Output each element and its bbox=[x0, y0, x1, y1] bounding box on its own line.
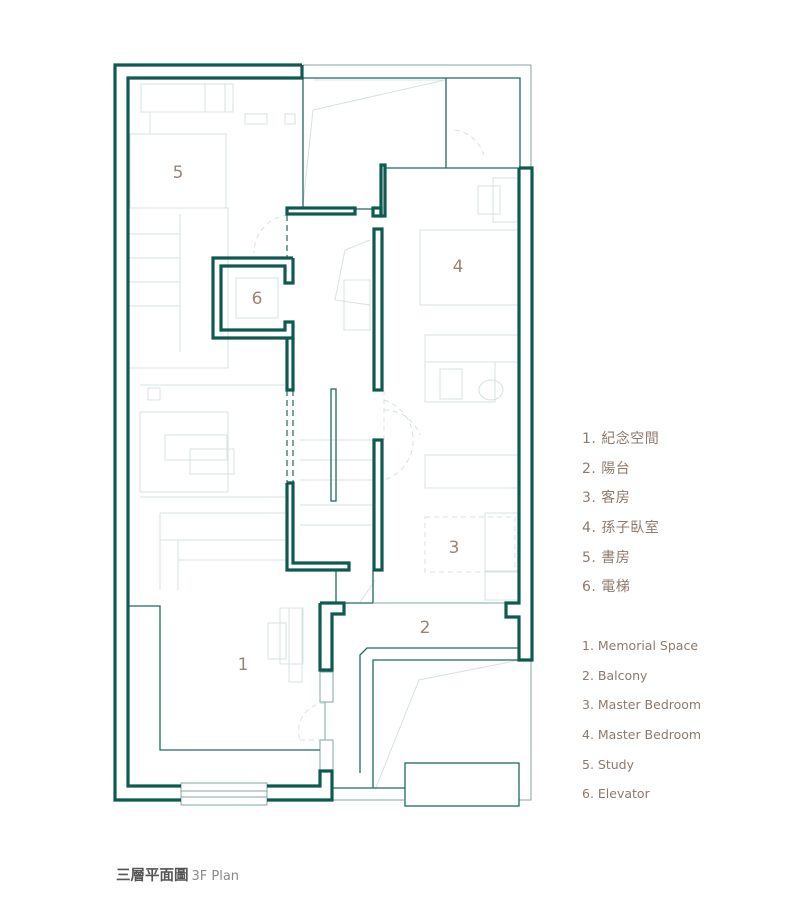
legend-en-item: 6. Elevator bbox=[582, 786, 650, 801]
dashed-partitions bbox=[286, 215, 385, 483]
room-label-5: 5 bbox=[173, 163, 184, 183]
legend-en-item: 4. Master Bedroom bbox=[582, 727, 702, 742]
legend-zh-item: 6. 電梯 bbox=[582, 579, 631, 595]
room-label-3: 3 bbox=[449, 538, 460, 558]
legend-zh-item: 1. 紀念空間 bbox=[582, 431, 660, 447]
caption-title-zh: 三層平面圖 bbox=[116, 868, 189, 884]
legend-en-item: 3. Master Bedroom bbox=[582, 697, 702, 712]
caption-title-en: 3F Plan bbox=[191, 869, 240, 884]
door-swings bbox=[253, 129, 485, 741]
legend-zh-item: 3. 客房 bbox=[582, 490, 631, 506]
room-label-2: 2 bbox=[420, 618, 431, 638]
room-labels: 1 2 3 4 5 6 bbox=[173, 163, 464, 675]
room-label-6: 6 bbox=[252, 289, 263, 309]
legend-en-item: 2. Balcony bbox=[582, 668, 648, 683]
room-label-4: 4 bbox=[453, 257, 464, 277]
legend-en-item: 1. Memorial Space bbox=[582, 638, 699, 653]
legend-zh-item: 5. 書房 bbox=[582, 550, 631, 566]
legend-en-item: 5. Study bbox=[582, 757, 634, 772]
legend-zh-item: 2. 陽台 bbox=[582, 461, 631, 477]
room-label-1: 1 bbox=[238, 655, 249, 675]
furniture-lines bbox=[127, 79, 521, 791]
thin-walls bbox=[128, 64, 532, 807]
main-walls bbox=[113, 63, 534, 802]
legend-zh-item: 4. 孫子臥室 bbox=[582, 520, 660, 536]
